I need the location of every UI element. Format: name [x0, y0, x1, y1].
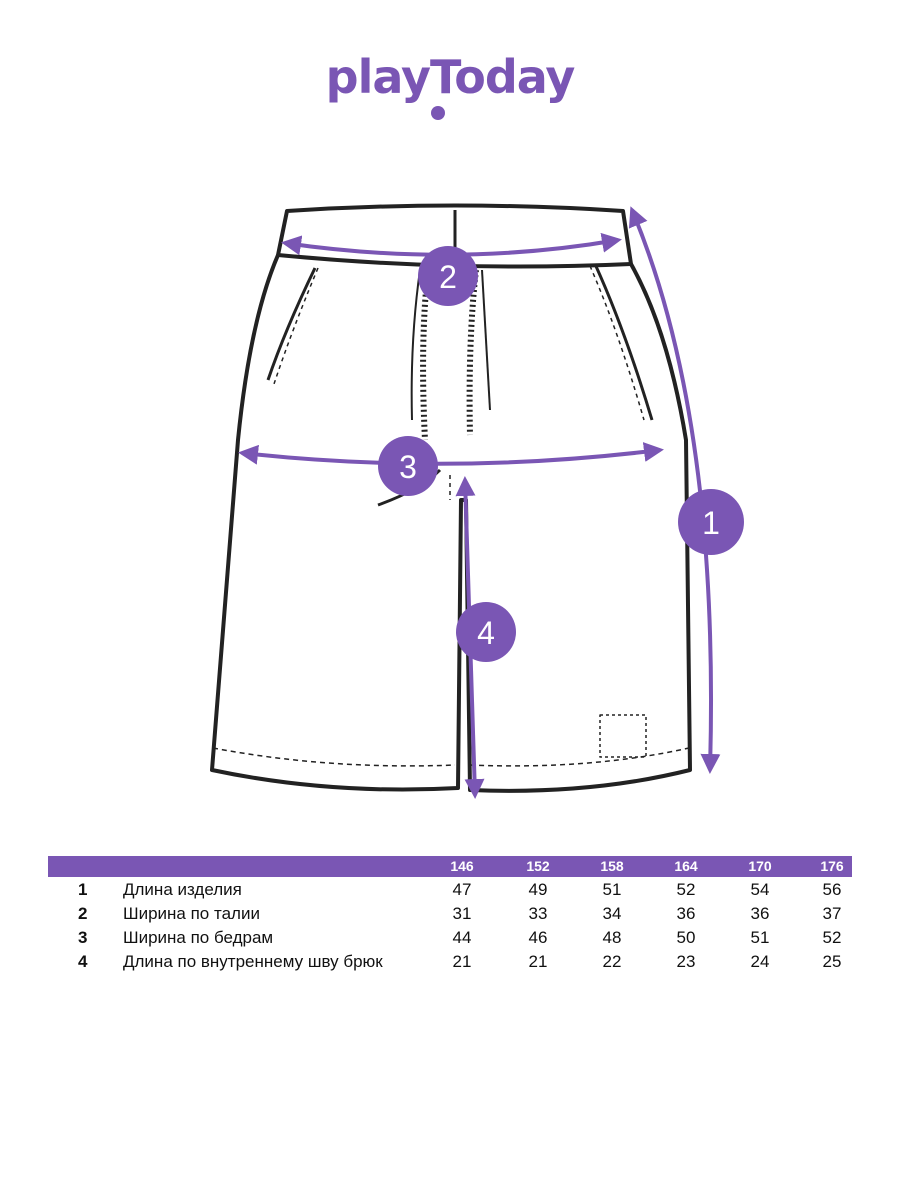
size-header-cell: 164	[674, 858, 698, 874]
size-table: 146 152 158 164 170 176 1 Длина изделия …	[48, 856, 852, 976]
row-value: 52	[822, 928, 842, 947]
size-header-cell: 158	[600, 858, 624, 874]
row-number: 2	[78, 904, 88, 923]
row-label: Ширина по бедрам	[123, 928, 274, 947]
row-value: 56	[822, 880, 842, 899]
svg-text:4: 4	[477, 615, 495, 651]
row-value: 52	[676, 880, 696, 899]
marker-1: 1	[678, 489, 744, 555]
row-value: 37	[822, 904, 842, 923]
row-value: 44	[452, 928, 472, 947]
row-value: 51	[750, 928, 770, 947]
row-value: 36	[750, 904, 770, 923]
brand-logo: playToday	[325, 50, 576, 104]
brand-logo-dot	[431, 106, 445, 120]
shorts-drawing: 2 3 1 4	[210, 203, 744, 799]
row-value: 31	[452, 904, 472, 923]
row-value: 21	[452, 952, 472, 971]
row-value: 36	[676, 904, 696, 923]
row-value: 54	[750, 880, 770, 899]
row-value: 49	[528, 880, 548, 899]
row-value: 47	[452, 880, 472, 899]
row-value: 34	[602, 904, 622, 923]
row-value: 24	[750, 952, 770, 971]
row-value: 48	[602, 928, 622, 947]
marker-4: 4	[456, 602, 516, 662]
row-value: 51	[602, 880, 622, 899]
size-header-cell: 146	[450, 858, 474, 874]
svg-text:2: 2	[439, 259, 457, 295]
row-value: 21	[528, 952, 548, 971]
row-label: Длина по внутреннему шву брюк	[123, 952, 383, 971]
size-header-cell: 170	[748, 858, 772, 874]
table-row: 4 Длина по внутреннему шву брюк 21 21 22…	[48, 952, 852, 976]
svg-text:3: 3	[399, 449, 417, 485]
row-value: 25	[822, 952, 842, 971]
size-header: 146 152 158 164 170 176	[48, 856, 852, 877]
row-value: 50	[676, 928, 696, 947]
table-row: 1 Длина изделия 47 49 51 52 54 56	[48, 880, 852, 904]
marker-2: 2	[418, 246, 478, 306]
row-number: 4	[78, 952, 88, 971]
row-number: 3	[78, 928, 88, 947]
table-row: 2 Ширина по талии 31 33 34 36 36 37	[48, 904, 852, 928]
table-row: 3 Ширина по бедрам 44 46 48 50 51 52	[48, 928, 852, 952]
row-label: Длина изделия	[123, 880, 242, 899]
size-header-cell: 152	[526, 858, 550, 874]
row-value: 33	[528, 904, 548, 923]
measurement-arrows	[238, 206, 721, 799]
row-label: Ширина по талии	[123, 904, 260, 923]
size-header-cell: 176	[820, 858, 844, 874]
row-value: 22	[602, 952, 622, 971]
row-value: 46	[528, 928, 548, 947]
svg-text:1: 1	[702, 505, 720, 541]
row-value: 23	[676, 952, 696, 971]
row-number: 1	[78, 880, 88, 899]
marker-3: 3	[378, 436, 438, 496]
